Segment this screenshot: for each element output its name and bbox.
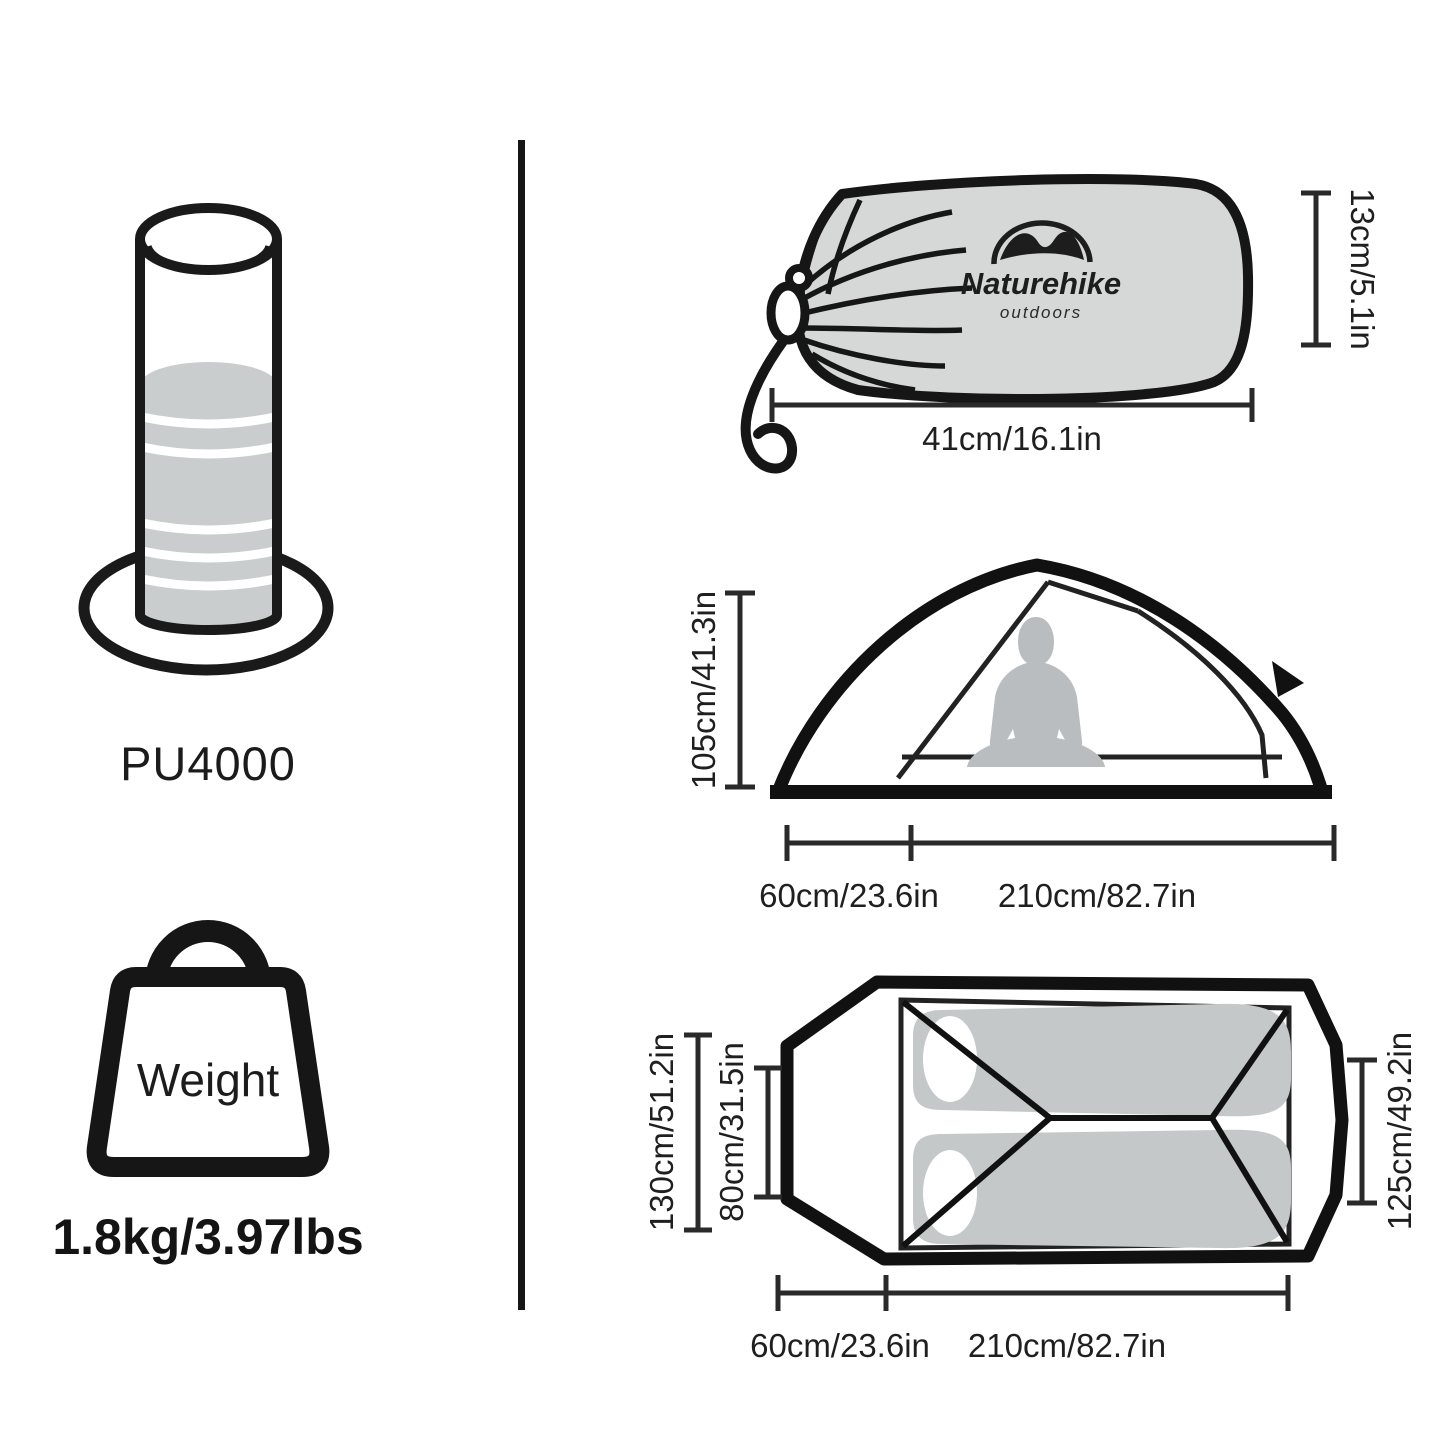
brand-name: Naturehike [961,266,1121,301]
tent-height-dim-line [725,590,755,790]
floor-vestibule-label: 60cm/23.6in [750,1327,930,1364]
floor-inner-width-label: 80cm/31.5in [713,1042,750,1222]
weight-icon-label: Weight [137,1054,280,1106]
weight-icon: Weight [86,920,330,1177]
weight-body [86,967,330,1177]
tent-door-tab [1272,661,1304,697]
floor-outer-width-label: 130cm/51.2in [643,1033,680,1231]
waterproof-rating-label: PU4000 [120,737,296,790]
floor-length-dim-line [775,1275,1291,1311]
floor-rear-width-label: 125cm/49.2in [1381,1032,1418,1230]
floor-rear-width-dim-line [1347,1057,1377,1206]
divider-line [518,140,525,1310]
floor-inner-width-dim-line [754,1065,782,1200]
mountain-icon [1000,231,1084,260]
brand-tagline: outdoors [1000,303,1082,322]
tent-vestibule-label: 60cm/23.6in [759,877,939,914]
waterproof-rating-icon [78,203,334,676]
mountain-arc-icon [991,220,1093,265]
floor-length-label: 210cm/82.7in [968,1327,1166,1364]
tent-floor-plan-figure: 130cm/51.2in 80cm/31.5in 125cm/49.2in 60… [643,975,1418,1364]
bag-folds [799,198,973,393]
bag-length-dim-line [769,388,1255,422]
brand-logo: Naturehike outdoors [961,220,1121,322]
bag-cord [740,335,797,474]
bag-cord-loop [785,264,813,292]
cylinder-bands [141,412,276,591]
sleeping-pad-bottom [913,1129,1291,1249]
weight-handle [145,920,271,984]
bag-cord-lock [766,281,810,345]
bag-height-dim-line [1301,190,1331,348]
bag-body [794,174,1254,405]
sleeping-pad-top-pillow [923,1016,977,1102]
floor-outer-width-dim-line [684,1032,712,1233]
cylinder-rim-inner [146,245,271,272]
person-silhouette [967,617,1105,767]
tent-base-dim-line [784,825,1337,861]
pole-cross-lines [901,999,1290,1249]
bag-length-label: 41cm/16.1in [922,420,1102,457]
tent-height-label: 105cm/41.3in [685,591,722,789]
cylinder-liquid [140,362,277,630]
tent-floor-length-label: 210cm/82.7in [998,877,1196,914]
bag-height-label: 13cm/5.1in [1344,188,1381,349]
cylinder-outline [135,239,282,635]
weight-value: 1.8kg/3.97lbs [52,1209,364,1265]
tent-side-view-figure: 105cm/41.3in 60cm/23.6in 210cm/82.7in [685,558,1337,914]
carry-bag-figure: Naturehike outdoors 13cm/5.1in 41cm/16.1… [740,174,1381,474]
